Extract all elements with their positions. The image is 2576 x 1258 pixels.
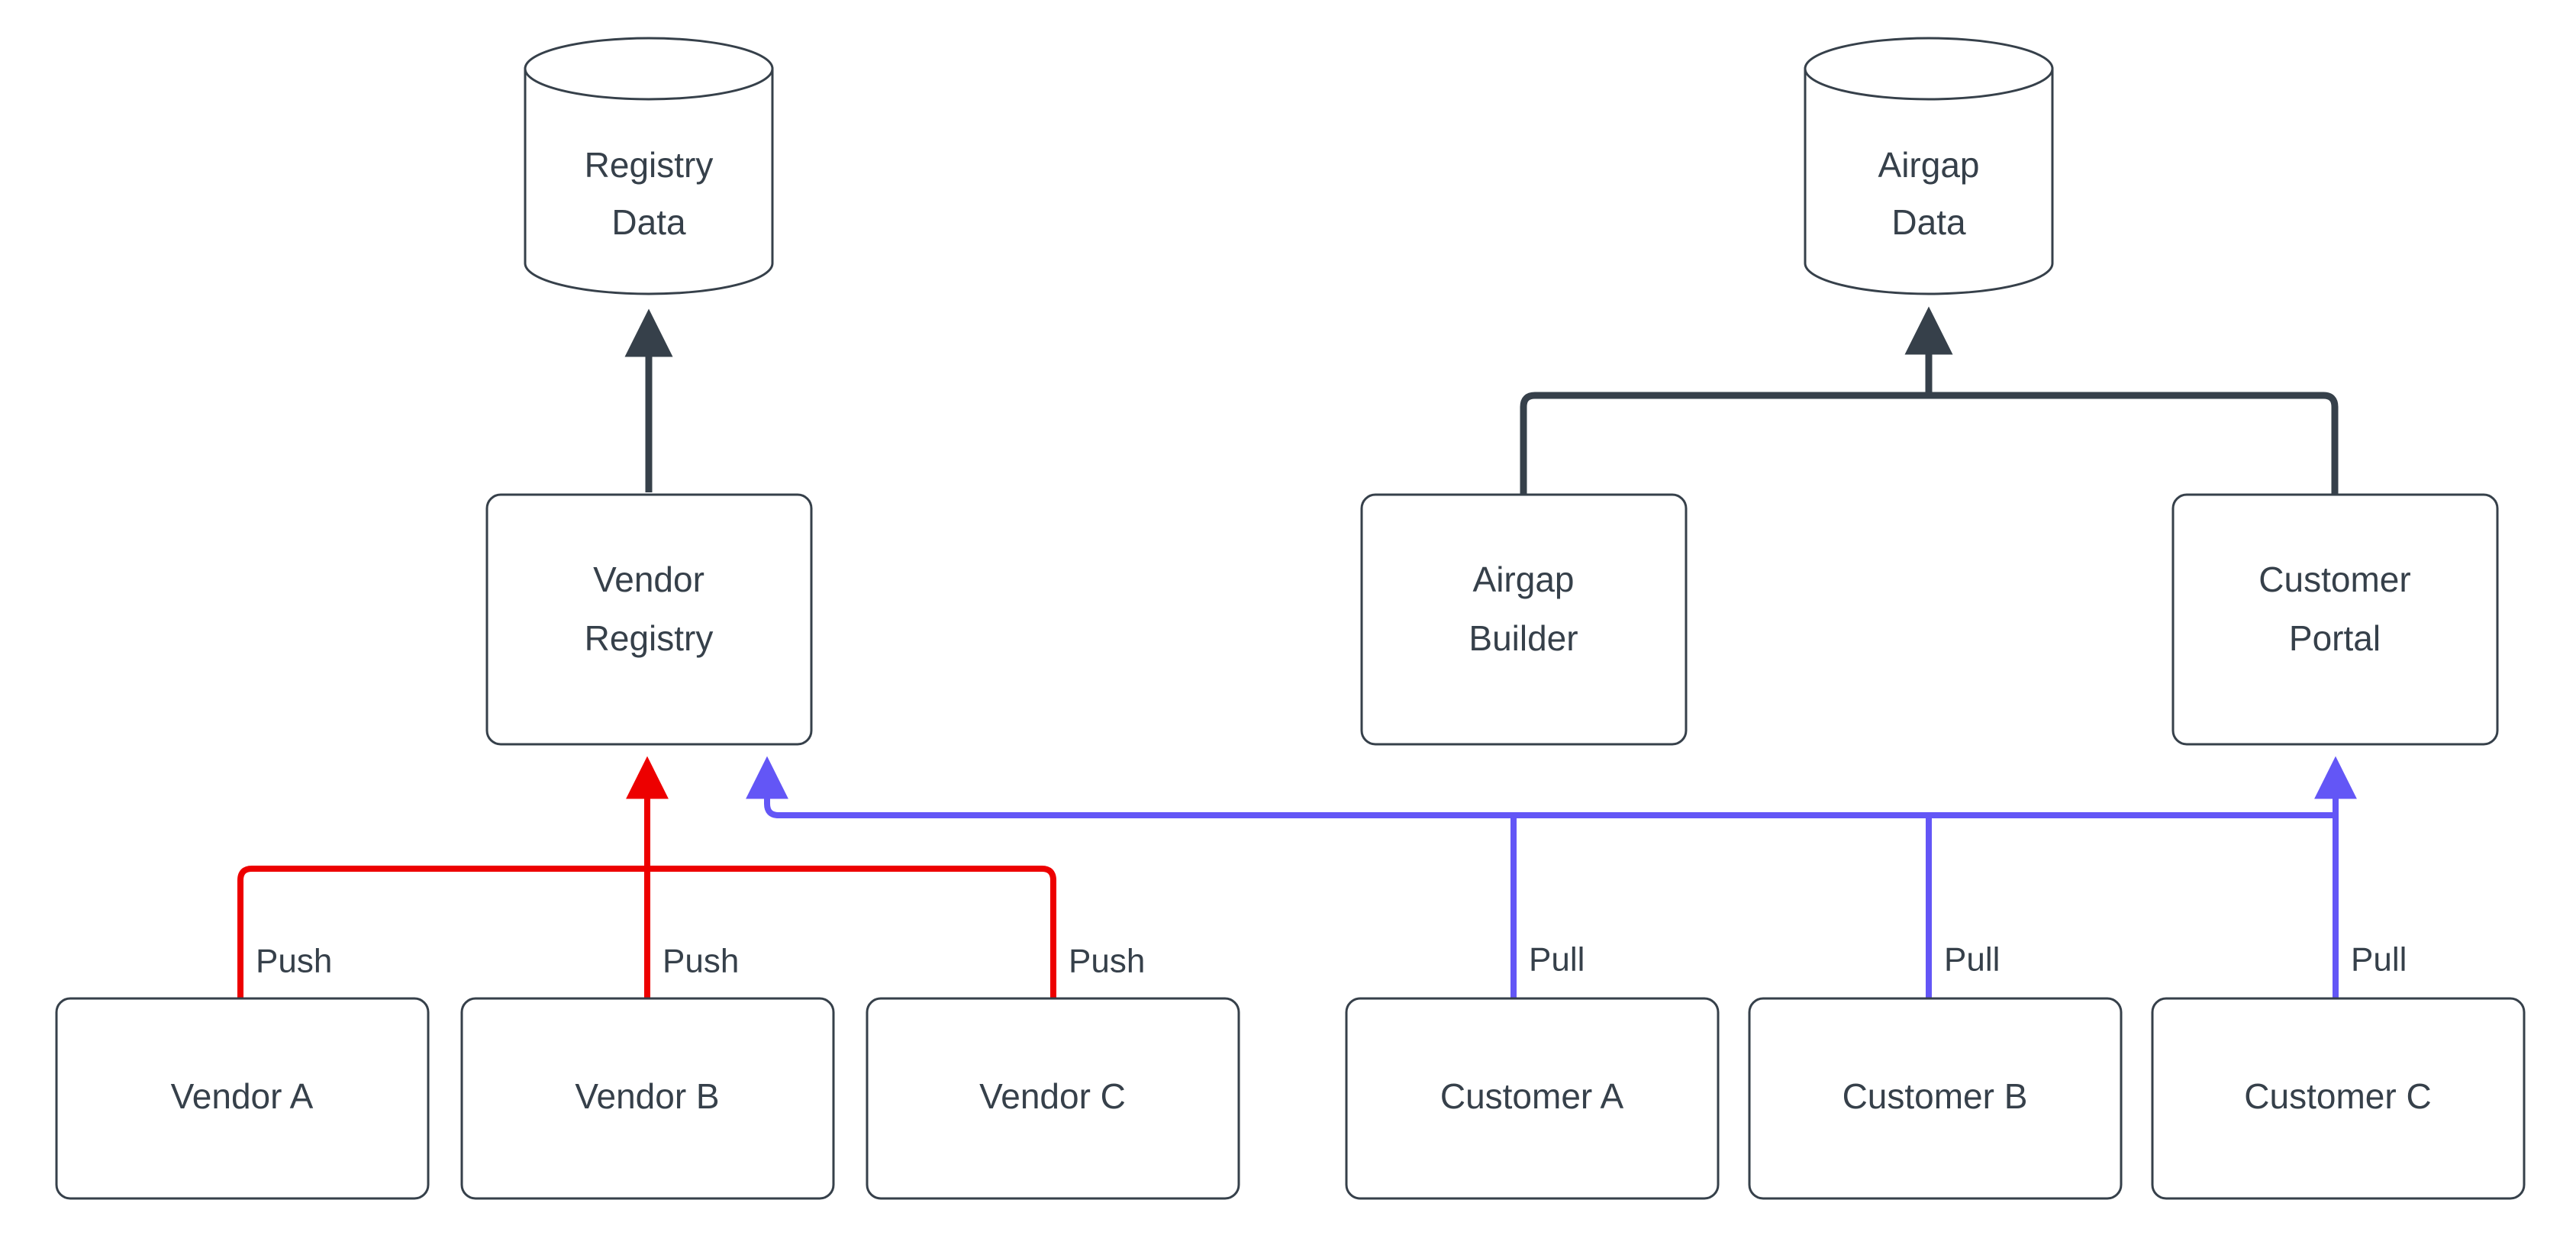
node-vendor-b[interactable]: Vendor B	[460, 997, 835, 1200]
node-airgap-builder[interactable]: Airgap Builder	[1360, 493, 1688, 746]
vendor-registry-label-line2: Registry	[585, 618, 714, 658]
registry-data-cylinder-body	[524, 67, 774, 295]
vendor-b-label: Vendor B	[575, 1076, 719, 1116]
node-customer-portal[interactable]: Customer Portal	[2171, 493, 2499, 746]
customer-c-box	[2151, 997, 2526, 1200]
node-vendor-a[interactable]: Vendor A	[55, 997, 430, 1200]
edge-label-pull-customer-a: Pull	[1529, 941, 1585, 979]
customer-a-box	[1345, 997, 1720, 1200]
airgap-builder-label-line1: Airgap	[1473, 560, 1575, 599]
customer-a-label: Customer A	[1440, 1076, 1624, 1116]
airgap-builder-box	[1360, 493, 1688, 746]
edge-airgap-bracket	[1520, 392, 2339, 495]
edge-label-push-vendor-b: Push	[663, 943, 739, 980]
edge-label-push-vendor-c: Push	[1069, 943, 1145, 980]
node-customer-a[interactable]: Customer A	[1345, 997, 1720, 1200]
vendor-registry-label-line1: Vendor	[593, 560, 704, 599]
customer-b-box	[1748, 997, 2123, 1200]
registry-data-cylinder-top	[524, 37, 774, 101]
node-vendor-registry[interactable]: Vendor Registry	[485, 493, 813, 746]
airgap-data-label-line2: Data	[1891, 202, 1966, 242]
edge-label-pull-customer-c: Pull	[2351, 941, 2407, 979]
edge-pull-bus	[746, 756, 2336, 818]
vendor-c-label: Vendor C	[979, 1076, 1126, 1116]
edge-label-pull-customer-b: Pull	[1944, 941, 2000, 979]
customer-b-label: Customer B	[1843, 1076, 2028, 1116]
node-vendor-c[interactable]: Vendor C	[866, 997, 1240, 1200]
edge-label-push-vendor-a: Push	[256, 943, 332, 980]
node-customer-c[interactable]: Customer C	[2151, 997, 2526, 1200]
airgap-builder-label-line2: Builder	[1469, 618, 1578, 658]
customer-portal-label-line1: Customer	[2258, 560, 2410, 599]
registry-data-label-line2: Data	[611, 202, 686, 242]
node-customer-b[interactable]: Customer B	[1748, 997, 2123, 1200]
vendor-b-box	[460, 997, 835, 1200]
registry-data-label-line1: Registry	[585, 145, 714, 185]
customer-portal-box	[2171, 493, 2499, 746]
airgap-data-cylinder-body	[1804, 67, 2054, 295]
node-airgap-data[interactable]: Airgap Data	[1804, 37, 2054, 295]
vendor-c-box	[866, 997, 1240, 1200]
airgap-data-cylinder-top	[1804, 37, 2054, 101]
customer-c-label: Customer C	[2244, 1076, 2431, 1116]
node-registry-data[interactable]: Registry Data	[524, 37, 774, 295]
vendor-a-box	[55, 997, 430, 1200]
customer-portal-label-line2: Portal	[2289, 618, 2381, 658]
airgap-data-label-line1: Airgap	[1878, 145, 1980, 185]
vendor-registry-box	[485, 493, 813, 746]
vendor-a-label: Vendor A	[171, 1076, 314, 1116]
